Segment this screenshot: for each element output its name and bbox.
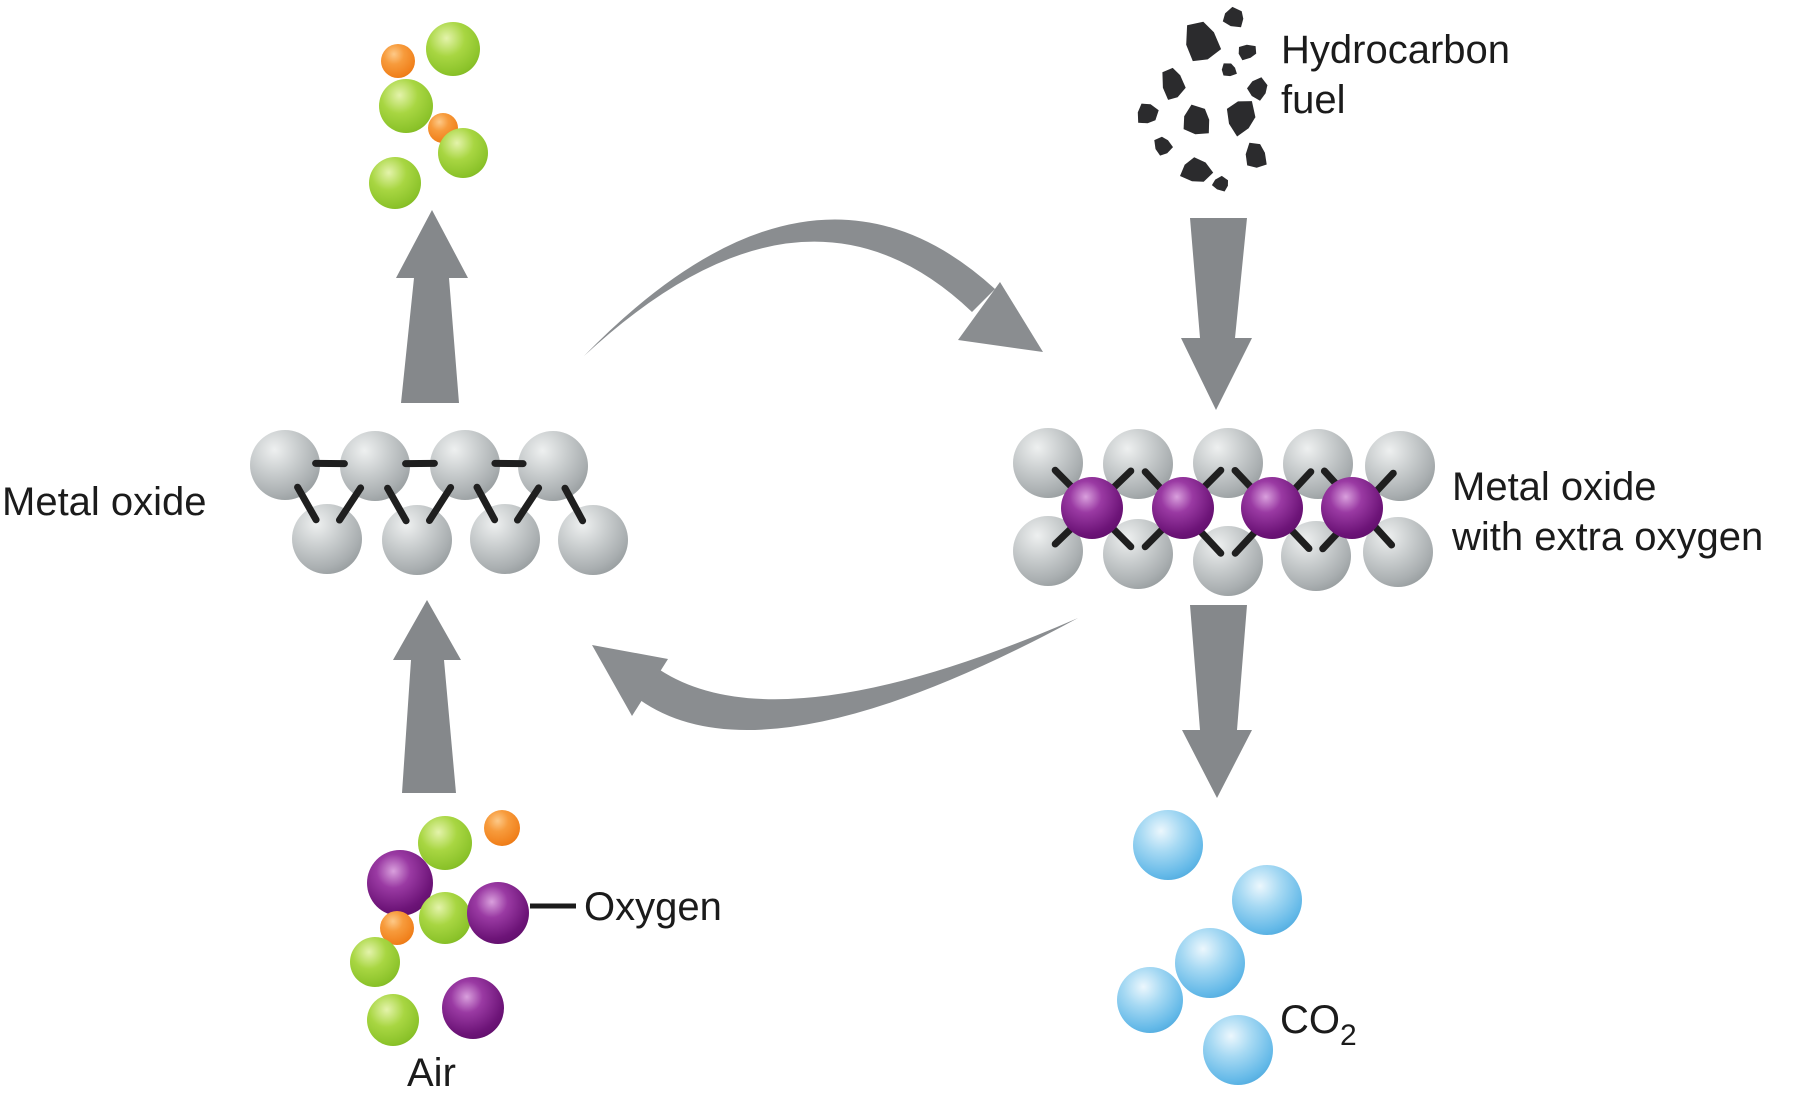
- metal-oxide-extra-label: Metal oxide with extra oxygen: [1452, 462, 1763, 562]
- fuel-chunk: [1186, 21, 1222, 62]
- metal-atom: [250, 430, 320, 500]
- cycle-arc-top: [584, 219, 995, 356]
- air-molecule-orange: [380, 911, 414, 945]
- metal-oxide-extra-label-line2: with extra oxygen: [1452, 515, 1764, 559]
- cycle-arrowhead-right-icon: [958, 282, 1043, 352]
- hydrocarbon-fuel-label-line2: fuel: [1281, 78, 1346, 122]
- co2-molecule: [1133, 810, 1203, 880]
- metal-atom: [470, 504, 540, 574]
- co2-molecules: [1117, 810, 1302, 1085]
- gas-molecule-green: [379, 79, 433, 133]
- gas-molecule-green: [426, 22, 480, 76]
- fuel-chunk: [1211, 175, 1228, 192]
- fuel-chunk: [1180, 157, 1214, 182]
- metal-bond: [294, 483, 320, 524]
- air-molecule-green: [419, 892, 471, 944]
- metal-atom: [430, 430, 500, 500]
- arrow-up-release-icon: [396, 210, 468, 403]
- metal-oxide-label: Metal oxide: [2, 480, 207, 524]
- cycle-arrowhead-left-icon: [592, 645, 668, 716]
- gas-molecule-orange: [381, 44, 415, 78]
- fuel-chunk: [1221, 63, 1237, 77]
- cycle-arrows: [584, 219, 1078, 731]
- hydrocarbon-fuel-label: Hydrocarbon fuel: [1281, 25, 1510, 125]
- fuel-chunk: [1247, 77, 1268, 101]
- fuel-chunk: [1238, 44, 1257, 61]
- flow-arrows: [393, 210, 1252, 798]
- extra-oxygen-atom: [1241, 477, 1303, 539]
- metal-atom: [558, 505, 628, 575]
- oxygen-molecule: [442, 977, 504, 1039]
- fuel-chunk: [1162, 67, 1186, 100]
- co2-molecule: [1117, 967, 1183, 1033]
- air-label: Air: [407, 1051, 456, 1095]
- hydrocarbon-fuel-chunks: [1137, 6, 1268, 192]
- arrow-up-air-icon: [393, 600, 461, 793]
- metal-bond: [335, 484, 365, 524]
- gas-molecule-green: [369, 157, 421, 209]
- oxygen-molecule: [367, 850, 433, 916]
- metal-bond: [561, 484, 587, 525]
- metal-oxide-lattice: [250, 430, 628, 575]
- co2-label-subscript: 2: [1340, 1019, 1357, 1052]
- co2-label: CO2: [1280, 995, 1357, 1061]
- metal-atom: [518, 431, 588, 501]
- metal-atom: [292, 504, 362, 574]
- co2-molecule: [1203, 1015, 1273, 1085]
- fuel-chunk: [1183, 104, 1210, 135]
- metal-oxide-extra-oxygen-lattice: [1013, 428, 1435, 596]
- metal-atom: [340, 431, 410, 501]
- metal-atom: [382, 505, 452, 575]
- fuel-chunk: [1222, 6, 1244, 28]
- metal-bond: [513, 484, 543, 524]
- metal-bond: [425, 484, 455, 524]
- oxygen-label: Oxygen: [584, 885, 722, 929]
- fuel-chunk: [1245, 142, 1267, 168]
- air-molecule-green: [418, 816, 472, 870]
- air-molecules: [350, 810, 529, 1046]
- air-molecule-orange: [484, 810, 520, 846]
- cycle-arc-bottom: [640, 618, 1078, 731]
- oxygen-molecule: [467, 882, 529, 944]
- co2-molecule: [1232, 865, 1302, 935]
- fuel-chunk: [1137, 103, 1159, 124]
- gas-molecule-green: [438, 128, 488, 178]
- air-molecule-green: [367, 994, 419, 1046]
- arrow-down-fuel-icon: [1181, 218, 1252, 410]
- metal-bond: [473, 483, 499, 524]
- hydrocarbon-fuel-label-line1: Hydrocarbon: [1281, 28, 1511, 72]
- extra-oxygen-atom: [1061, 477, 1123, 539]
- oxygen-depleted-air-molecules: [369, 22, 488, 209]
- fuel-chunk: [1226, 101, 1256, 137]
- co2-molecule: [1175, 928, 1245, 998]
- air-molecule-green: [350, 937, 400, 987]
- metal-oxide-extra-label-line1: Metal oxide: [1452, 465, 1657, 509]
- fuel-chunk: [1154, 136, 1173, 156]
- co2-label-base: CO: [1280, 998, 1340, 1042]
- extra-oxygen-atom: [1152, 477, 1214, 539]
- metal-bond: [384, 484, 410, 525]
- arrow-down-co2-icon: [1182, 605, 1252, 798]
- extra-oxygen-atom: [1321, 477, 1383, 539]
